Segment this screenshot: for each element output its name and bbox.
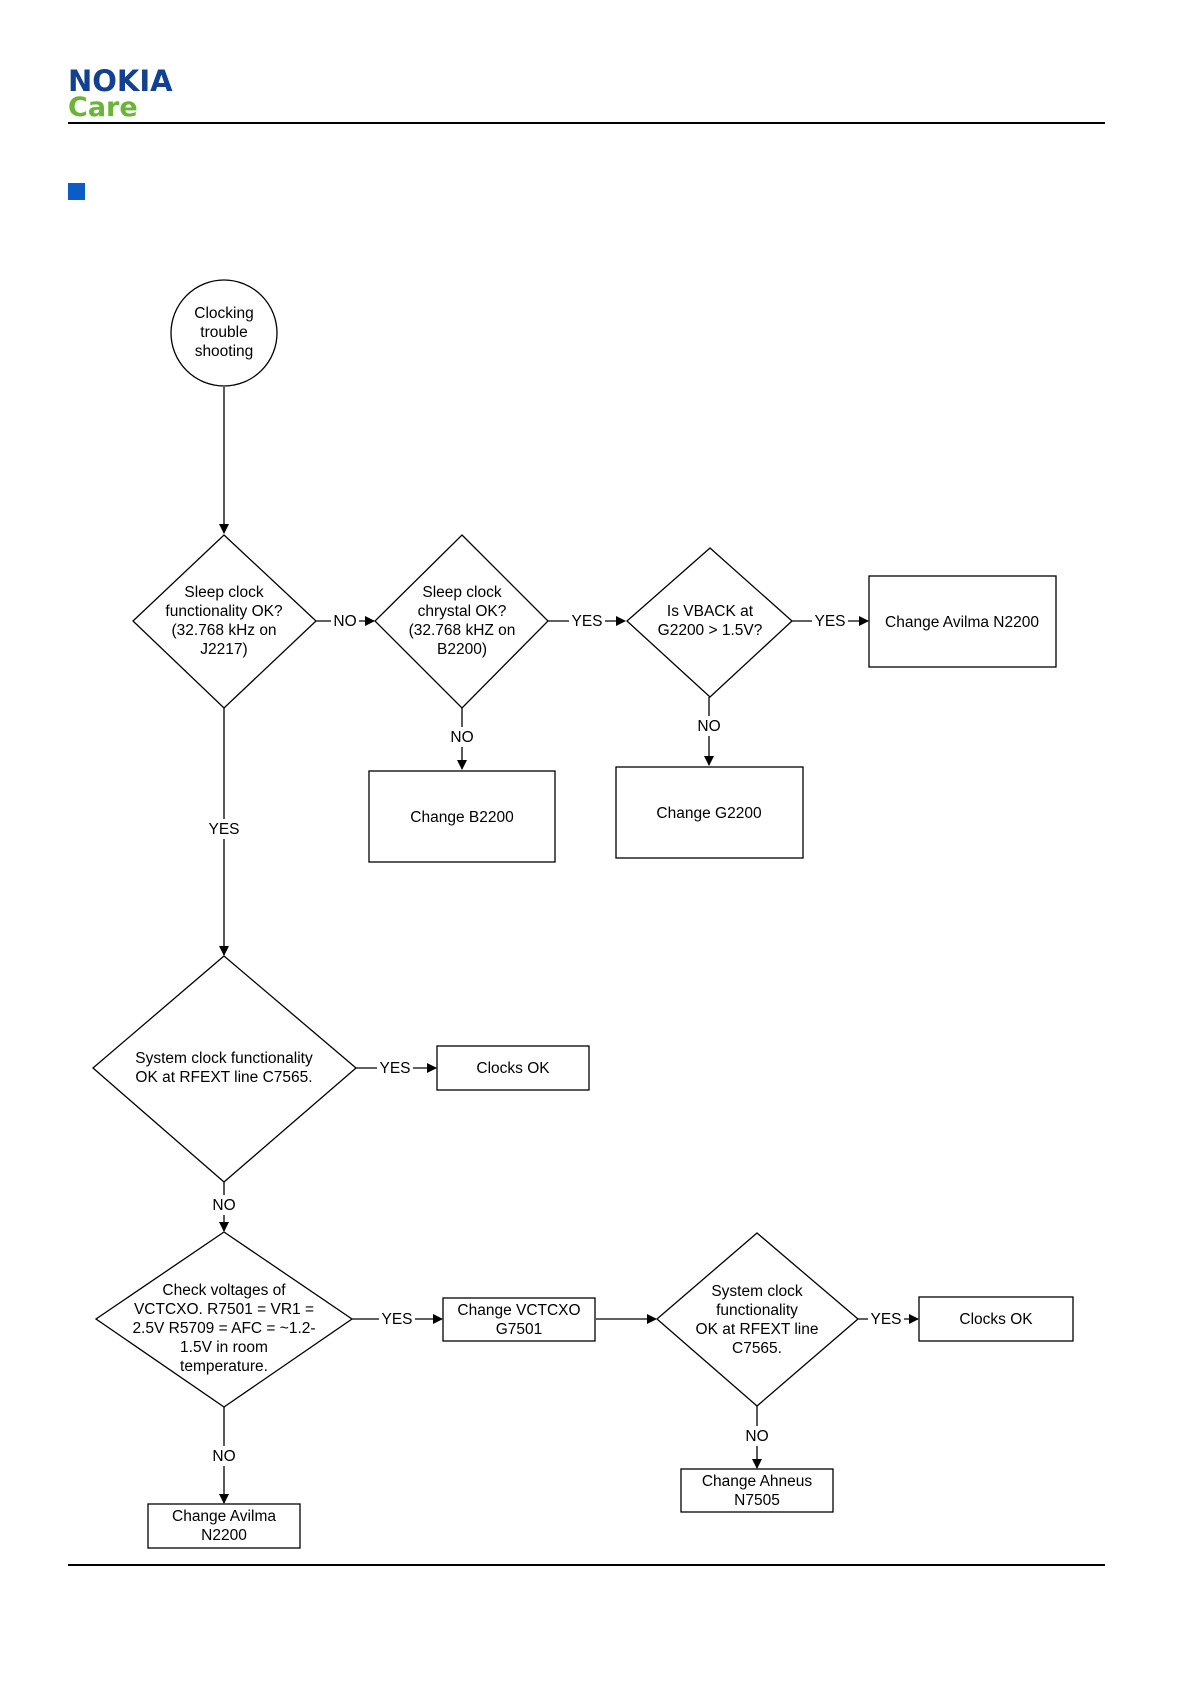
svg-text:Sleep clock: Sleep clock [184, 584, 264, 601]
svg-text:VCTCXO. R7501 = VR1 =: VCTCXO. R7501 = VR1 = [134, 1301, 314, 1318]
svg-text:functionality OK?: functionality OK? [165, 603, 283, 620]
svg-text:NO: NO [212, 1197, 235, 1214]
svg-text:Change B2200: Change B2200 [410, 809, 514, 826]
svg-text:functionality: functionality [716, 1302, 798, 1319]
svg-text:C7565.: C7565. [732, 1340, 782, 1357]
svg-text:Check voltages of: Check voltages of [162, 1282, 286, 1299]
label-vctcxo-no: NO [208, 1446, 240, 1466]
svg-text:Change Ahneus: Change Ahneus [702, 1473, 813, 1490]
svg-text:YES: YES [814, 613, 845, 630]
decision-sleep-clock: Sleep clock functionality OK? (32.768 kH… [132, 534, 317, 709]
result-clocks-ok-2: Clocks OK [918, 1296, 1074, 1342]
label-recheck-yes: YES [868, 1309, 904, 1329]
action-change-b2200: Change B2200 [368, 770, 556, 863]
svg-text:Change Avilma: Change Avilma [172, 1508, 276, 1525]
svg-text:NO: NO [212, 1448, 235, 1465]
label-system-no: NO [208, 1195, 240, 1215]
section-marker-icon [68, 183, 85, 200]
svg-text:B2200): B2200) [437, 641, 487, 658]
label-system-yes: YES [377, 1058, 413, 1078]
svg-text:YES: YES [870, 1311, 901, 1328]
footer-rule [68, 1564, 1105, 1566]
logo-sub-brand: Care [68, 92, 138, 123]
svg-text:OK at RFEXT line: OK at RFEXT line [696, 1321, 819, 1338]
svg-text:System clock functionality: System clock functionality [135, 1050, 313, 1067]
svg-text:Change G2200: Change G2200 [656, 805, 762, 822]
label-crystal-no: NO [446, 727, 478, 747]
result-clocks-ok-1: Clocks OK [436, 1045, 590, 1091]
decision-sleep-crystal: Sleep clock chrystal OK? (32.768 kHZ on … [374, 534, 549, 709]
svg-text:NO: NO [450, 729, 473, 746]
svg-text:(32.768 kHz on: (32.768 kHz on [171, 622, 276, 639]
header-rule [68, 122, 1105, 124]
svg-text:Clocks OK: Clocks OK [959, 1311, 1033, 1328]
action-change-ahneus: Change Ahneus N7505 [680, 1468, 834, 1513]
svg-text:NO: NO [745, 1428, 768, 1445]
start-node: Clocking trouble shooting [170, 279, 278, 387]
action-change-avilma-bottom: Change Avilma N2200 [147, 1503, 301, 1549]
svg-text:Change Avilma N2200: Change Avilma N2200 [885, 614, 1039, 631]
svg-text:YES: YES [208, 821, 239, 838]
svg-text:YES: YES [379, 1060, 410, 1077]
label-vctcxo-yes: YES [379, 1309, 415, 1329]
label-vback-yes: YES [812, 611, 848, 631]
svg-text:temperature.: temperature. [180, 1358, 268, 1375]
svg-text:trouble: trouble [200, 324, 247, 341]
svg-text:Clocks OK: Clocks OK [476, 1060, 550, 1077]
label-vback-no: NO [693, 716, 725, 736]
label-crystal-yes: YES [569, 611, 605, 631]
svg-text:YES: YES [381, 1311, 412, 1328]
svg-text:Change VCTCXO: Change VCTCXO [457, 1302, 580, 1319]
svg-text:(32.768 kHZ on: (32.768 kHZ on [409, 622, 516, 639]
label-sleep-no: NO [331, 611, 359, 631]
svg-text:1.5V in room: 1.5V in room [180, 1339, 268, 1356]
svg-text:N7505: N7505 [734, 1492, 780, 1509]
svg-text:chrystal OK?: chrystal OK? [418, 603, 507, 620]
svg-text:YES: YES [571, 613, 602, 630]
logo-brand: NOKIA [68, 64, 173, 98]
action-change-g2200: Change G2200 [615, 766, 804, 859]
decision-system-clock: System clock functionality OK at RFEXT l… [92, 955, 357, 1183]
svg-text:NO: NO [333, 613, 356, 630]
svg-text:G2200 > 1.5V?: G2200 > 1.5V? [658, 622, 763, 639]
svg-text:System clock: System clock [711, 1283, 803, 1300]
svg-text:Clocking: Clocking [194, 305, 253, 322]
svg-text:2.5V R5709 = AFC = ~1.2-: 2.5V R5709 = AFC = ~1.2- [132, 1320, 315, 1337]
svg-text:G7501: G7501 [496, 1321, 543, 1338]
decision-vback: Is VBACK at G2200 > 1.5V? [626, 547, 793, 698]
action-change-vctcxo: Change VCTCXO G7501 [442, 1297, 596, 1342]
svg-text:N2200: N2200 [201, 1527, 247, 1544]
label-recheck-no: NO [741, 1426, 773, 1446]
decision-vctcxo-voltages: Check voltages of VCTCXO. R7501 = VR1 = … [94, 1231, 354, 1408]
svg-text:J2217): J2217) [200, 641, 247, 658]
label-sleep-yes: YES [204, 819, 244, 839]
nokia-care-logo: NOKIA Care [68, 66, 173, 122]
svg-text:NO: NO [697, 718, 720, 735]
decision-system-clock-recheck: System clock functionality OK at RFEXT l… [656, 1232, 859, 1407]
svg-text:OK at RFEXT line C7565.: OK at RFEXT line C7565. [135, 1069, 312, 1086]
svg-text:Sleep clock: Sleep clock [422, 584, 502, 601]
svg-text:shooting: shooting [195, 343, 254, 360]
action-change-avilma-top: Change Avilma N2200 [868, 575, 1057, 668]
svg-text:Is VBACK at: Is VBACK at [667, 603, 754, 620]
